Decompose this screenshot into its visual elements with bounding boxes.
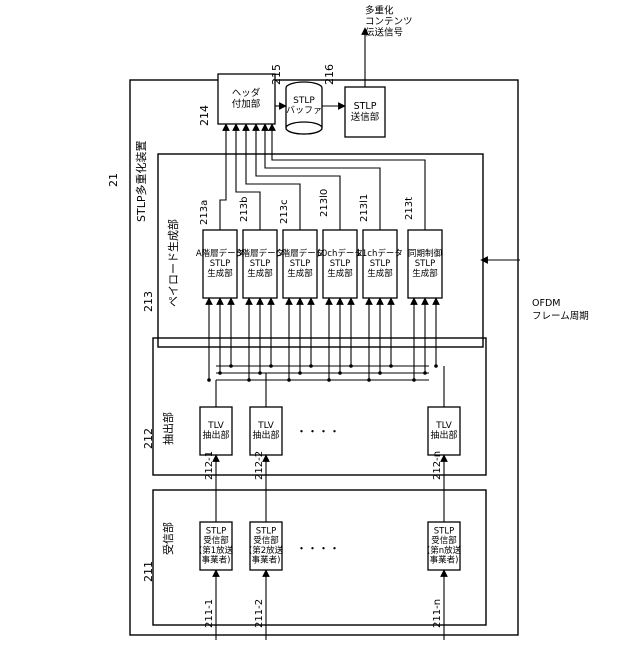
- stlp-receiver-label-n-line: 受信部: [431, 535, 457, 546]
- stlp-transmitter-ref: 216: [323, 64, 336, 85]
- stlp-receiver-label-n-line: STLP: [434, 526, 454, 536]
- header-adder-ref: 214: [198, 105, 211, 126]
- tlv-extractor-label-1-line: 抽出部: [202, 429, 229, 441]
- stlp-generator-label-5-line: L1chデータ: [357, 248, 403, 259]
- header-adder-label-line: ヘッダ: [232, 87, 261, 99]
- receiver-ref-1: 211-1: [204, 599, 215, 628]
- stlp-receiver-label-1-line: 事業者): [202, 555, 231, 566]
- bus-junction-dot: [229, 364, 233, 368]
- bus-junction-dot: [298, 371, 302, 375]
- tlv-extractor-label-2-line: TLV: [257, 421, 275, 431]
- output-label-line: 多重化: [365, 5, 394, 17]
- tlv-extractor-label-n-line: 抽出部: [430, 429, 457, 441]
- extractor-ref-2: 212-2: [254, 451, 265, 480]
- device-ref: 21: [107, 173, 120, 187]
- tlv-extractor-label-n-line: TLV: [435, 421, 453, 431]
- output-label-line: コンテンツ: [365, 17, 413, 28]
- stlp-generator-label-3-line: 生成部: [287, 268, 313, 279]
- bus-junction-dot: [349, 364, 353, 368]
- ofdm-input-label-line: OFDM: [532, 298, 560, 309]
- stlp-receiver-label-2-line: STLP: [256, 526, 276, 536]
- payload-section-ref: 213: [142, 291, 155, 312]
- generator-to-header-arrow-6: [272, 124, 425, 230]
- bus-junction-dot: [258, 371, 262, 375]
- ofdm-input-label-line: フレーム周期: [532, 311, 589, 322]
- stlp-generator-ref-1: 213a: [199, 200, 210, 225]
- stlp-generator-ref-2: 213b: [239, 197, 250, 222]
- ofdm-input-label: OFDM フレーム周期: [532, 298, 589, 322]
- receiver-ellipsis: ・・・・: [296, 542, 340, 555]
- tlv-extractor-label-1-line: TLV: [207, 421, 225, 431]
- stlp-transmitter-label-line: STLP: [354, 101, 377, 112]
- receiver-section-title: 受信部: [161, 522, 175, 555]
- bus-junction-dot: [269, 364, 273, 368]
- stlp-generator-label-6-line: 同期制御: [408, 248, 442, 259]
- payload-section-title: ペイロード生成部: [166, 219, 180, 307]
- stlp-transmitter-label: STLP送信部: [351, 101, 380, 123]
- bus-junction-dot: [247, 378, 251, 382]
- device-title: STLP多重化装置: [134, 141, 148, 222]
- generator-to-header-arrow-3: [246, 124, 300, 230]
- stlp-generator-label-2-line: 生成部: [247, 268, 273, 279]
- bus-junction-dot: [327, 378, 331, 382]
- stlp-generator-ref-3: 213c: [279, 199, 290, 224]
- bus-junction-dot: [434, 364, 438, 368]
- bus-junction-dot: [309, 364, 313, 368]
- stlp-receiver-label-1-line: (第1放送: [199, 545, 234, 556]
- output-label: 多重化コンテンツ伝送信号: [365, 5, 413, 39]
- extractor-ref-n: 212-n: [432, 451, 443, 480]
- stlp-buffer-label-line: STLP: [293, 96, 315, 106]
- header-adder-label-line: 付加部: [232, 98, 261, 110]
- extractor-section-title: 抽出部: [161, 412, 175, 445]
- tlv-extractor-label-2-line: 抽出部: [252, 429, 279, 441]
- bus-junction-dot: [423, 371, 427, 375]
- output-label-line: 伝送信号: [365, 26, 403, 38]
- extractor-ellipsis: ・・・・: [296, 425, 340, 438]
- extractor-ref-1: 212-1: [204, 451, 215, 480]
- stlp-generator-label-5-line: STLP: [370, 259, 390, 269]
- stlp-generator-label-3-line: STLP: [290, 259, 310, 269]
- bus-junction-dot: [389, 364, 393, 368]
- generator-to-header-arrow-1: [220, 124, 226, 230]
- stlp-receiver-label-2-line: 受信部: [253, 535, 279, 546]
- receiver-ref-2: 211-2: [254, 599, 265, 628]
- stlp-generator-label-6-line: STLP: [415, 259, 435, 269]
- stlp-generator-label-1-line: 生成部: [207, 268, 233, 279]
- stlp-generator-label-1-line: STLP: [210, 259, 230, 269]
- payload-generators: A階層データSTLP生成部213aB階層データSTLP生成部213bC階層データ…: [196, 189, 442, 298]
- stlp-generator-label-4-line: L0chデータ: [317, 248, 363, 259]
- stlp-generator-label-6-line: 生成部: [412, 268, 438, 279]
- stlp-buffer-ref: 215: [270, 64, 283, 85]
- stlp-generator-label-2-line: STLP: [250, 259, 270, 269]
- stlp-generator-label-4-line: STLP: [330, 259, 350, 269]
- header-adder-label: ヘッダ付加部: [232, 87, 261, 110]
- stlp-buffer-top: [286, 122, 322, 134]
- bus-junction-dot: [287, 378, 291, 382]
- stlp-generator-label-4-line: 生成部: [327, 268, 353, 279]
- bus-junction-dot: [412, 378, 416, 382]
- stlp-receiver-label-1-line: 受信部: [203, 535, 229, 546]
- stlp-transmitter-label-line: 送信部: [351, 111, 380, 123]
- bus-junction-dot: [207, 378, 211, 382]
- bus-junction-dot: [338, 371, 342, 375]
- stlp-receiver-label-n-line: 事業者): [430, 555, 459, 566]
- stlp-generator-label-5-line: 生成部: [367, 268, 393, 279]
- stlp-receiver-label-1-line: STLP: [206, 526, 226, 536]
- stlp-receiver-label-2-line: (第2放送: [249, 545, 284, 556]
- stlp-generator-ref-4: 213l0: [319, 189, 330, 217]
- stlp-generator-ref-5: 213l1: [359, 194, 370, 222]
- stlp-generator-ref-6: 213t: [404, 197, 415, 220]
- bus-junction-dot: [367, 378, 371, 382]
- receiver-ref-n: 211-n: [432, 599, 443, 628]
- bus-junction-dot: [218, 371, 222, 375]
- extractor-bus: [207, 298, 444, 407]
- extractor-section-ref: 212: [142, 428, 155, 449]
- receiver-section-ref: 211: [142, 561, 155, 582]
- stlp-receiver-label-n-line: (第n放送: [427, 545, 462, 556]
- stlp-buffer-label-line: バッファ: [286, 105, 322, 116]
- bus-junction-dot: [378, 371, 382, 375]
- stlp-receiver-label-2-line: 事業者): [252, 555, 281, 566]
